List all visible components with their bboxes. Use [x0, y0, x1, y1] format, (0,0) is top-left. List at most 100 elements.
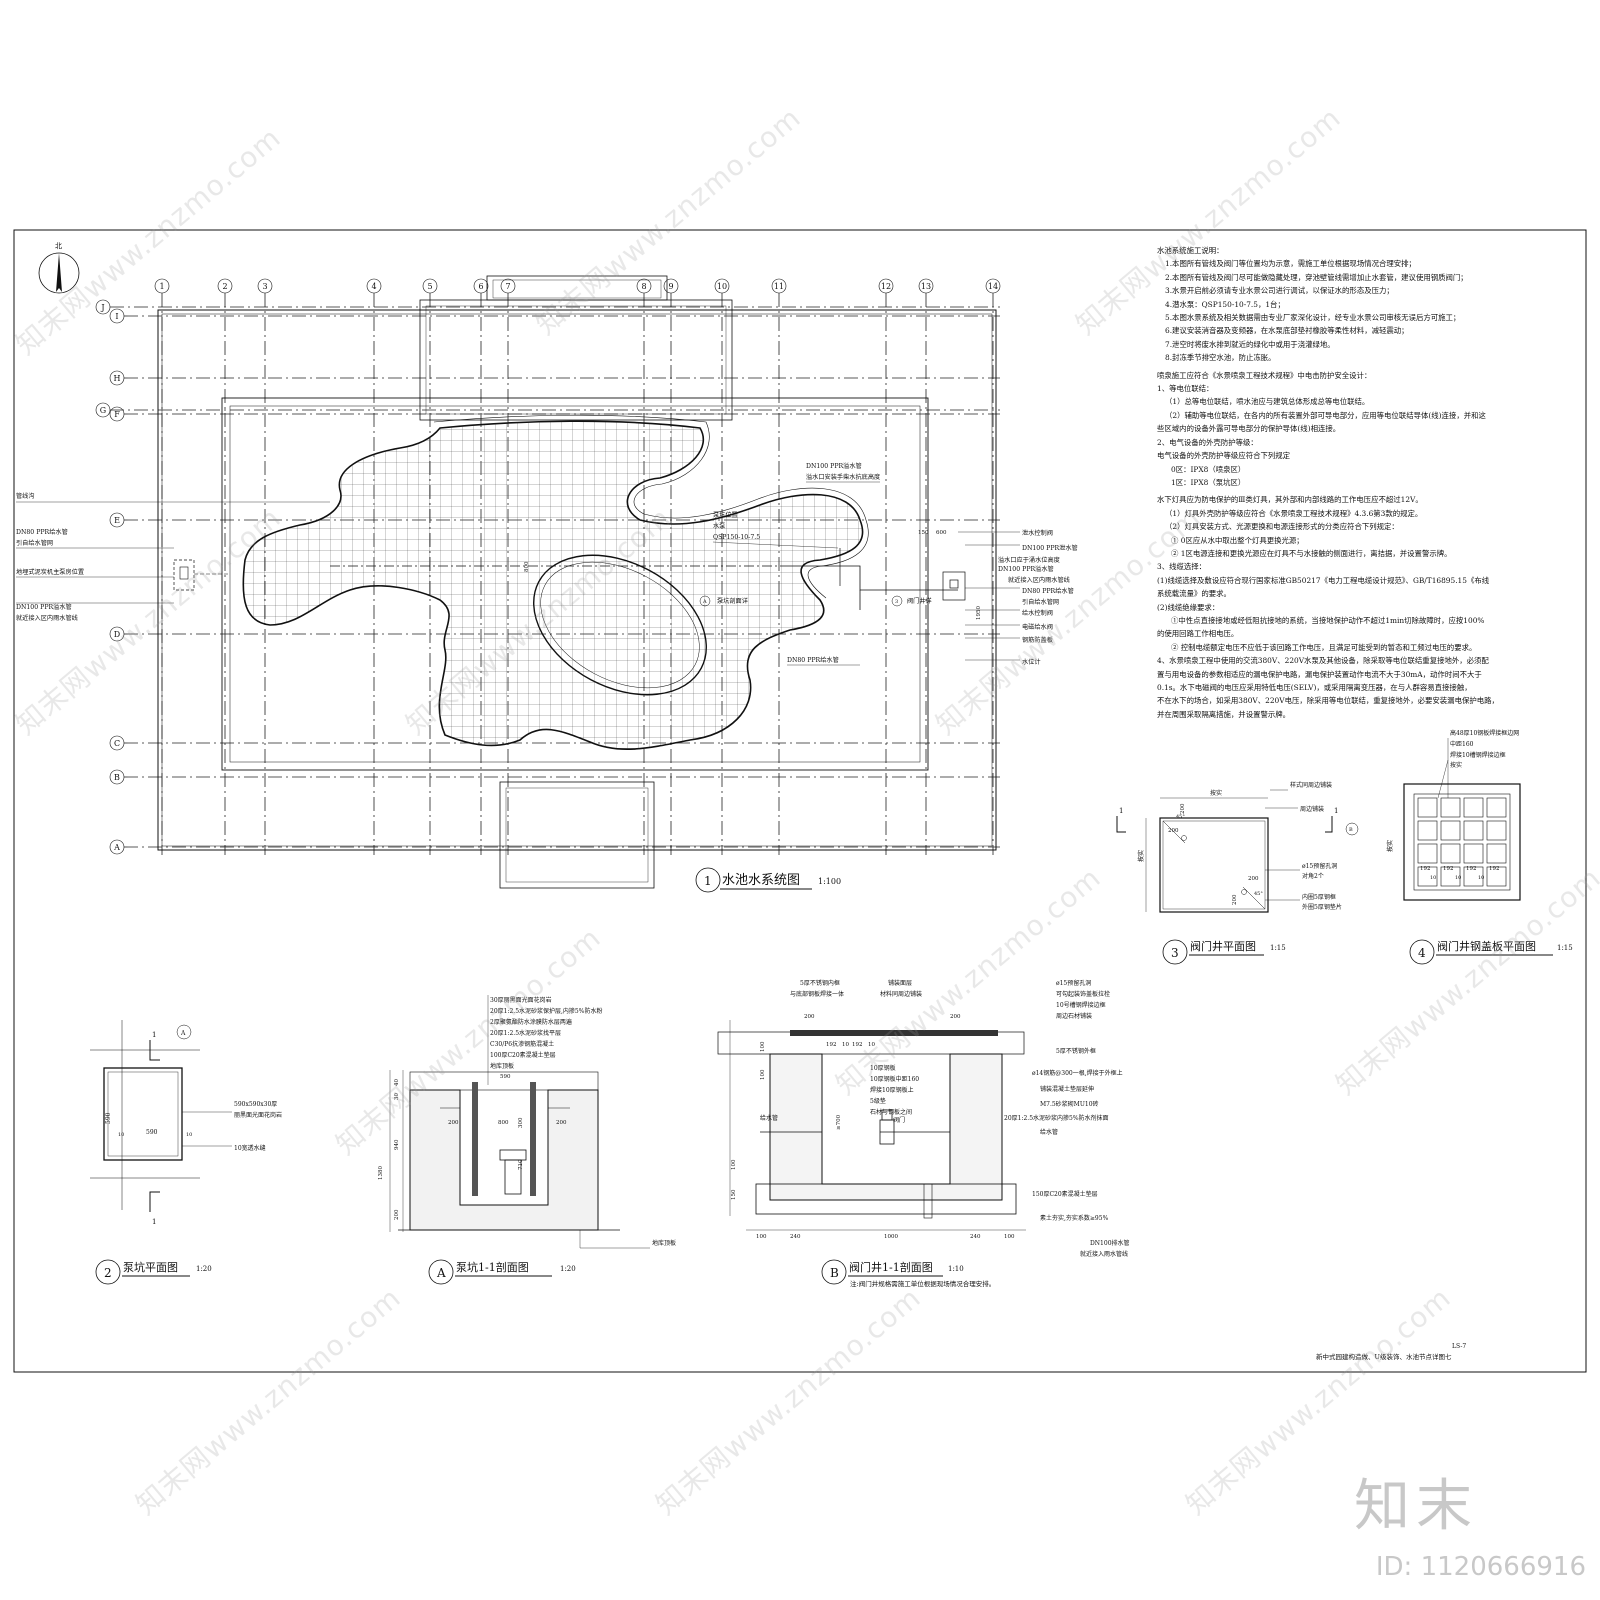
svg-text:注:阀门井规格需施工单位根据现场情况合理安排。: 注:阀门井规格需施工单位根据现场情况合理安排。	[850, 1279, 995, 1288]
plan-title: 1 水池水系统图 1:100	[695, 867, 841, 893]
svg-text:1:100: 1:100	[818, 877, 841, 886]
svg-text:1000: 1000	[884, 1234, 898, 1240]
svg-text:周边石材铺装: 周边石材铺装	[1056, 1012, 1092, 1020]
svg-text:阀门: 阀门	[893, 1116, 905, 1124]
axis-row-G: G	[95, 402, 111, 418]
safety-item: (2)线缆绝缘要求：	[1157, 602, 1220, 612]
svg-text:14: 14	[988, 282, 998, 291]
svg-text:200: 200	[1180, 803, 1186, 814]
svg-text:中距160: 中距160	[1450, 740, 1474, 748]
svg-text:G: G	[100, 406, 106, 415]
svg-text:300: 300	[518, 1117, 524, 1128]
svg-text:1: 1	[152, 1031, 156, 1039]
safety-item: 2、电气设备的外壳防护等级：	[1157, 437, 1258, 447]
svg-text:给水管: 给水管	[1040, 1128, 1058, 1136]
safety-item: 1、等电位联结：	[1157, 384, 1214, 394]
svg-text:1:20: 1:20	[560, 1265, 576, 1273]
safety-item: （1）灯具外壳防护等级应符合《水景喷泉工程技术规程》4.3.6第3款的规定。	[1165, 508, 1423, 518]
image-id: ID: 1120666916	[1375, 1552, 1586, 1582]
safety-item: (1)线缆选择及敷设应符合现行国家标准GB50217《电力工程电缆设计规范》、G…	[1157, 575, 1490, 585]
svg-text:3: 3	[262, 282, 267, 291]
safety-item: （1）总等电位联结，喷水池应与建筑总体形成总等电位联结。	[1165, 397, 1370, 407]
safety-item: 置与用电设备的参数相适应的漏电保护电路，漏电保护装置动作电流不大于30mA，动作…	[1157, 669, 1482, 679]
plan-internal-labels: DN100 PPR溢水管 溢水口安装手柴水抗底高度 泵坑位置 水泵 QSP150…	[524, 462, 982, 666]
axis-col-1: 1	[154, 278, 170, 294]
svg-text:5厚不锈钢外框: 5厚不锈钢外框	[1056, 1047, 1096, 1055]
svg-text:DN100 PPR泄水管: DN100 PPR泄水管	[1022, 544, 1078, 552]
svg-text:ø15预留孔洞: ø15预留孔洞	[1302, 862, 1337, 870]
safety-item: （2）辅助等电位联结，在各内的所有装置外部可导电部分，应用等电位联结导体(线)连…	[1165, 410, 1486, 420]
sheet-frame	[13, 229, 1587, 1373]
svg-text:20厚1:2.5水泥砂浆内掺5%防水剂抹面: 20厚1:2.5水泥砂浆内掺5%防水剂抹面	[1004, 1114, 1109, 1122]
svg-text:1: 1	[159, 282, 164, 291]
pipe-lines	[173, 548, 966, 610]
svg-text:10: 10	[868, 1042, 875, 1048]
svg-text:11: 11	[774, 282, 784, 291]
axis-col-9: 9	[663, 278, 679, 294]
svg-text:100: 100	[760, 1041, 766, 1052]
safety-item: 0.1s。水下电磁阀的电压应采用特低电压(SELV)，或采用隔离变压器，在与人群…	[1157, 683, 1472, 692]
svg-text:ø15预留孔洞: ø15预留孔洞	[1056, 979, 1091, 987]
svg-text:5厚不锈钢内框: 5厚不锈钢内框	[800, 979, 840, 987]
svg-text:192: 192	[1443, 866, 1454, 872]
svg-text:地库顶板: 地库顶板	[490, 1062, 514, 1070]
svg-text:100: 100	[760, 1069, 766, 1080]
svg-text:F: F	[114, 410, 120, 419]
svg-text:泵坑平面图: 泵坑平面图	[123, 1260, 178, 1274]
svg-text:150: 150	[731, 1189, 737, 1200]
detail-B-valve-pit-section: 5厚不锈钢内框 与底部钢板焊接一体 铺装面层 材料同周边铺装 ø15预留孔洞 可…	[717, 979, 1130, 1288]
svg-text:溢水口应于涌水位高度: 溢水口应于涌水位高度	[998, 556, 1060, 564]
svg-text:200: 200	[804, 1014, 815, 1020]
svg-text:DN80 PPR给水管: DN80 PPR给水管	[787, 656, 839, 664]
svg-text:10: 10	[1478, 875, 1484, 881]
svg-text:30厚丽黑面光面花岗岩: 30厚丽黑面光面花岗岩	[490, 996, 552, 1004]
svg-text:1:10: 1:10	[948, 1265, 964, 1273]
svg-text:192: 192	[1466, 866, 1477, 872]
svg-text:1:15: 1:15	[1270, 944, 1286, 952]
svg-text:电磁给水阀: 电磁给水阀	[1022, 623, 1053, 631]
svg-text:A: A	[436, 1266, 446, 1280]
detail-A-pump-pit-section: 30厚丽黑面光面花岗岩 20厚1:2.5水泥砂浆保护层,内掺5%防水粉 2厚聚氨…	[378, 995, 676, 1285]
svg-text:石材与钢板之间: 石材与钢板之间	[870, 1108, 912, 1116]
svg-text:地库顶板: 地库顶板	[652, 1239, 676, 1247]
svg-text:20厚1:2.5水泥砂浆找平层: 20厚1:2.5水泥砂浆找平层	[490, 1029, 561, 1037]
axis-col-8: 8	[636, 278, 652, 294]
axis-col-3: 3	[257, 278, 273, 294]
svg-text:H: H	[114, 374, 121, 383]
svg-text:C: C	[114, 739, 120, 748]
axis-col-13: 13	[918, 278, 934, 294]
svg-text:泄水控制阀: 泄水控制阀	[1022, 529, 1053, 537]
svg-text:30: 30	[394, 1093, 400, 1100]
north-label: 北	[55, 242, 62, 250]
note-item: 8.封冻季节排空水池，防止冻胀。	[1165, 353, 1276, 363]
svg-text:20厚1:2.5水泥砂浆保护层,内掺5%防水粉: 20厚1:2.5水泥砂浆保护层,内掺5%防水粉	[490, 1007, 602, 1015]
svg-text:192: 192	[852, 1042, 863, 1048]
svg-text:100: 100	[1004, 1234, 1015, 1240]
svg-text:钢筋防盖板: 钢筋防盖板	[1022, 636, 1053, 644]
svg-text:240: 240	[970, 1234, 981, 1240]
svg-text:7: 7	[505, 282, 510, 291]
svg-text:3: 3	[1171, 946, 1179, 960]
svg-text:素土夯实,夯实系数≥95%: 素土夯实,夯实系数≥95%	[1040, 1214, 1109, 1222]
svg-text:200: 200	[556, 1120, 567, 1126]
svg-text:10: 10	[1430, 875, 1436, 881]
axis-row-I: I	[109, 308, 125, 324]
plan-right-labels: 泄水控制阀 DN100 PPR泄水管 溢水口应于涌水位高度 DN100 PPR溢…	[958, 529, 1078, 666]
note-item: 6.建议安装消音器及变频器，在水泵底部垫衬橡胶等柔性材料，减轻震动；	[1165, 326, 1409, 336]
note-item: 7.泄空时将废水排到就近的绿化中或用于浇灌绿地。	[1165, 339, 1335, 349]
safety-item: 0区：IPX8（喷泉区）	[1171, 464, 1246, 474]
svg-text:2: 2	[104, 1266, 112, 1280]
plan-left-labels: 管线沟 DN80 PPR给水管 引自给水管网 地埋式泥炭机主泵房位置 DN100…	[16, 492, 330, 622]
construction-notes: 水池系统施工说明： 1.本图所有管线及阀门等位置均为示意，需施工单位根据现场情况…	[1157, 244, 1557, 721]
safety-item: 的使用回路工作相电压。	[1157, 629, 1239, 639]
svg-text:1:20: 1:20	[196, 1265, 212, 1273]
safety-item: 3、线缆选择：	[1157, 562, 1207, 572]
note-item: 3.水景开启前必须请专业水景公司进行调试，以保证水的形态及压力；	[1165, 286, 1394, 296]
svg-text:QSP150-10-7.5: QSP150-10-7.5	[713, 534, 760, 541]
safety-item: 4、水景喷泉工程中使用的交流380V、220V水泵及其他设备，除采取等电位联结重…	[1157, 656, 1489, 666]
axis-col-6: 6	[473, 278, 489, 294]
svg-text:1:15: 1:15	[1557, 944, 1573, 952]
svg-text:M7.5砂浆砌MU10砖: M7.5砂浆砌MU10砖	[1040, 1100, 1099, 1108]
axis-row-F: F	[109, 406, 125, 422]
svg-text:150厚C20素混凝土垫层: 150厚C20素混凝土垫层	[1032, 1190, 1098, 1198]
